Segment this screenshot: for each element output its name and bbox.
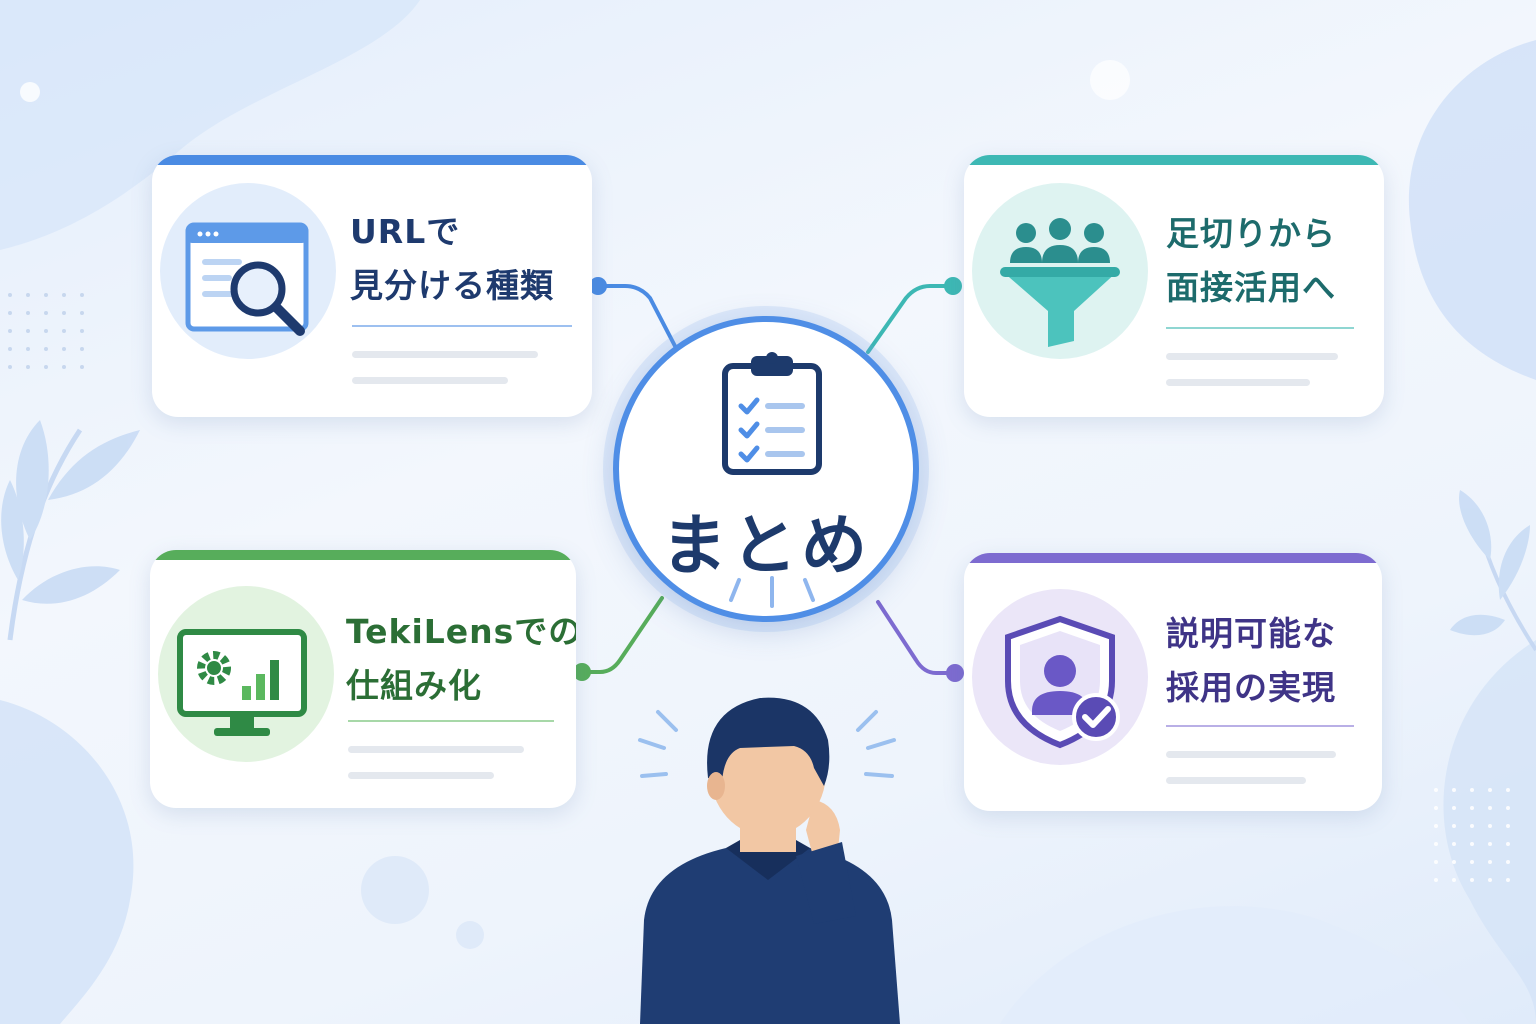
leaf-left — [1, 420, 140, 641]
card-accent-bar — [150, 550, 576, 560]
card-title-line2: 仕組み化 — [346, 666, 482, 705]
card-title-line1: URLで — [350, 212, 461, 251]
connector-explainable — [876, 600, 957, 675]
card-title: 足切りから 面接活用へ — [1166, 207, 1336, 315]
dot-grid-left — [8, 293, 84, 369]
placeholder-line — [1166, 353, 1338, 360]
monitor-gear-chart-icon — [177, 629, 307, 736]
placeholder-line — [352, 351, 538, 358]
icon-circle — [972, 589, 1148, 765]
card-title: 説明可能な 採用の実現 — [1166, 607, 1336, 715]
card-title-line1: TekiLensでの — [346, 612, 576, 651]
placeholder-line — [348, 772, 494, 779]
emphasis-rays-icon — [729, 576, 815, 608]
card-accent-bar — [964, 155, 1384, 165]
placeholder-line — [352, 377, 508, 384]
icon-circle — [158, 586, 334, 762]
card-title: TekiLensでの 仕組み化 — [346, 605, 576, 713]
card-screening-to-interview: 足切りから 面接活用へ — [964, 155, 1384, 417]
card-title-line2: 面接活用へ — [1166, 268, 1336, 307]
connector-dot-explainable — [946, 664, 964, 682]
card-tekilens-system: TekiLensでの 仕組み化 — [150, 550, 576, 808]
card-title-line2: 採用の実現 — [1166, 668, 1336, 707]
title-underline — [1166, 327, 1354, 329]
dot-grid-right — [1434, 788, 1510, 882]
connector-dot-url-types — [589, 277, 607, 295]
card-accent-bar — [152, 155, 592, 165]
card-accent-bar — [964, 553, 1382, 563]
placeholder-line — [1166, 751, 1336, 758]
title-underline — [352, 325, 572, 327]
connector-tekilens — [580, 596, 664, 674]
card-title: URLで 見分ける種類 — [350, 205, 554, 313]
card-explainable-hiring: 説明可能な 採用の実現 — [964, 553, 1382, 811]
placeholder-line — [1166, 777, 1306, 784]
shield-user-check-icon — [1005, 615, 1120, 749]
card-url-types: URLで 見分ける種類 — [152, 155, 592, 417]
placeholder-line — [348, 746, 524, 753]
card-title-line2: 見分ける種類 — [350, 266, 554, 305]
idea-rays — [638, 710, 896, 778]
icon-circle — [972, 183, 1148, 359]
card-title-line1: 足切りから — [1166, 214, 1336, 253]
hub-title: まとめ — [661, 507, 871, 584]
connector-url-types — [596, 284, 678, 350]
thinking-person-illustration — [638, 697, 900, 1024]
icon-circle — [160, 183, 336, 359]
card-title-line1: 説明可能な — [1166, 614, 1336, 653]
title-underline — [348, 720, 554, 722]
browser-search-icon — [185, 222, 309, 336]
title-underline — [1166, 725, 1354, 727]
clipboard-checklist-icon — [722, 352, 822, 475]
summary-hub: まとめ — [613, 316, 919, 622]
connector-screening — [866, 284, 955, 354]
connector-dot-tekilens — [573, 663, 591, 681]
connector-dot-screening — [944, 277, 962, 295]
people-funnel-icon — [1000, 218, 1120, 347]
placeholder-line — [1166, 379, 1310, 386]
leaf-right — [1450, 490, 1536, 652]
